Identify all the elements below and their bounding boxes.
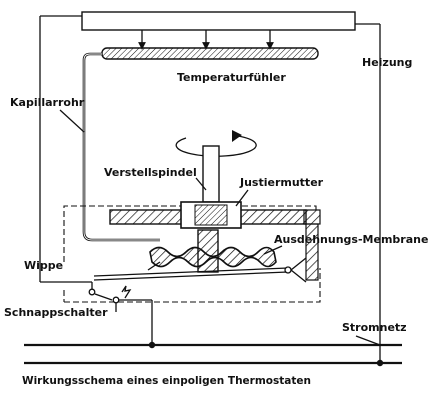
snap-switch <box>88 282 153 345</box>
label-heizung: Heizung <box>362 56 412 69</box>
diagram-caption: Wirkungsschema eines einpoligen Thermost… <box>22 375 311 387</box>
label-schnappschalter: Schnappschalter <box>4 306 108 319</box>
power-mains <box>24 341 402 367</box>
label-verstellspindel: Verstellspindel <box>104 166 197 179</box>
leader-lines <box>59 109 381 346</box>
label-temperaturfuehler: Temperaturfühler <box>177 71 286 84</box>
heat-arrows <box>138 30 274 50</box>
rocker-lever <box>93 257 307 283</box>
capillary-tube <box>82 52 160 242</box>
label-wippe: Wippe <box>24 259 63 272</box>
outer-frame <box>39 15 381 364</box>
temperature-sensor <box>101 47 319 60</box>
label-ausdehnungs-membrane: Ausdehnungs-Membrane <box>274 233 428 246</box>
label-stromnetz: Stromnetz <box>342 321 407 334</box>
adjustment-nut <box>180 201 242 229</box>
adjustment-spindle <box>202 145 220 203</box>
rotation-arrow-icon <box>175 130 257 157</box>
expansion-membrane <box>149 246 277 268</box>
label-justiermutter: Justiermutter <box>239 176 324 189</box>
heating-element <box>81 11 356 31</box>
label-kapillarrohr: Kapillarrohr <box>10 96 85 109</box>
